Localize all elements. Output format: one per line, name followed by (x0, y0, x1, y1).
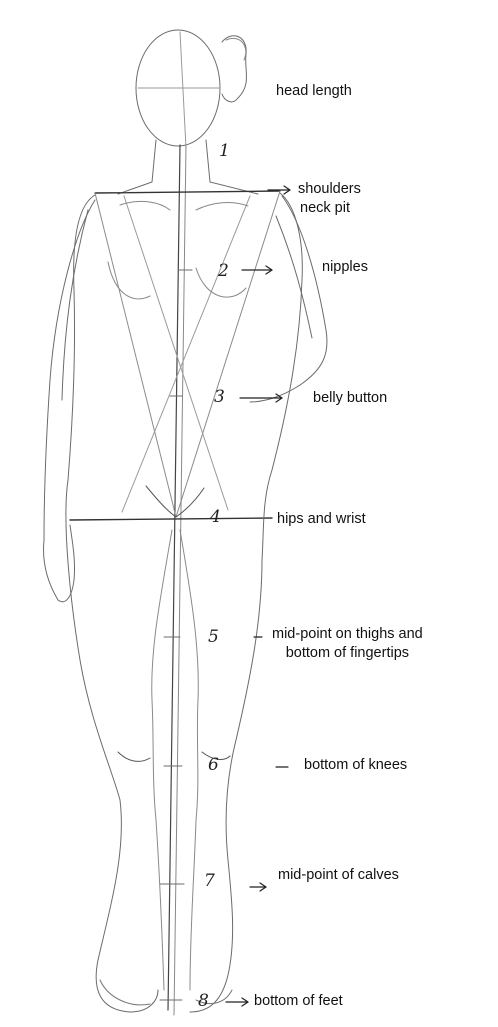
arrow-icon (226, 998, 248, 1006)
label-mid-calves: mid-point of calves (278, 866, 399, 885)
label-head-length: head length (276, 82, 352, 101)
label-bottom-of-feet: bottom of feet (254, 992, 343, 1011)
label-nipples: nipples (322, 258, 368, 277)
arrow-icon (240, 394, 282, 402)
label-hips-and-wrist: hips and wrist (277, 510, 366, 529)
arrow-icon (250, 883, 266, 891)
label-belly-button: belly button (313, 389, 387, 408)
label-shoulders: shoulders (298, 180, 361, 199)
arrow-icon (268, 186, 290, 194)
label-mid-thighs: mid-point on thighs and bottom of finger… (272, 625, 423, 663)
arrow-icon (242, 266, 272, 274)
label-neck-pit: neck pit (300, 199, 350, 218)
label-bottom-of-knees: bottom of knees (304, 756, 407, 775)
